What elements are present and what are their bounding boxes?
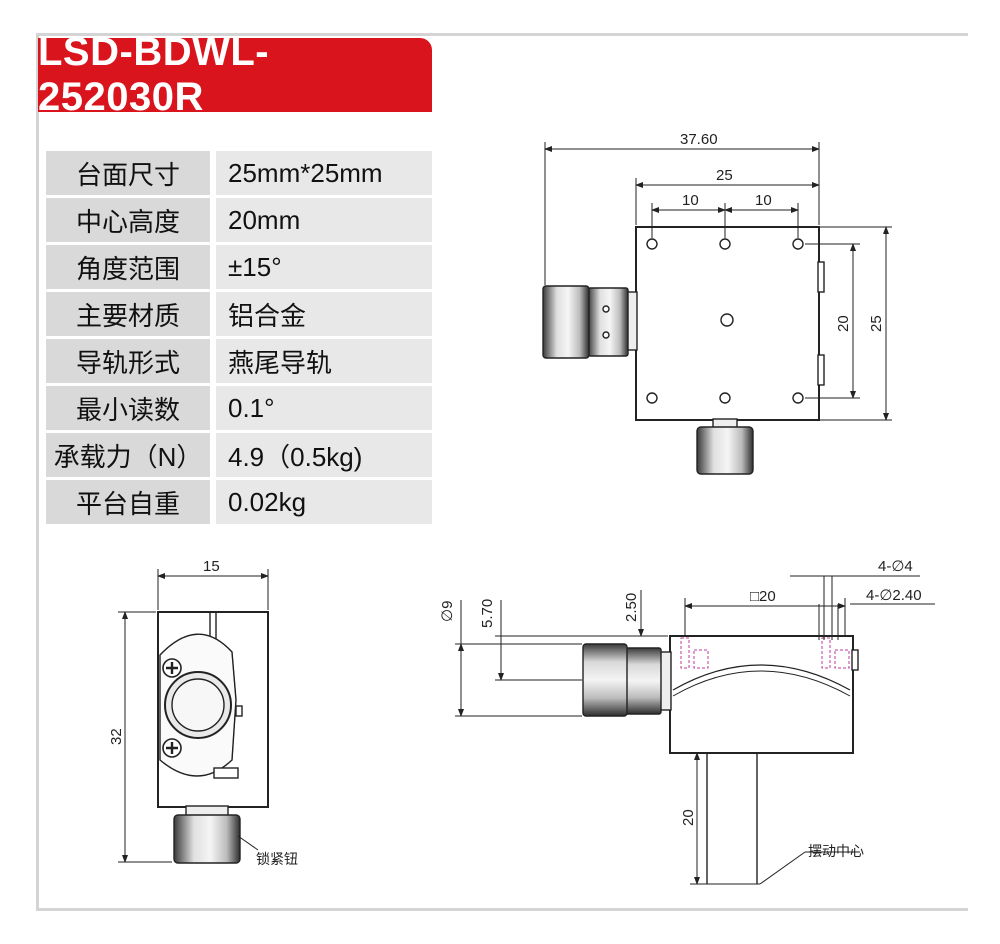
dim-knob-offset: 5.70 — [479, 599, 496, 628]
dim-overall-width: 37.60 — [680, 131, 718, 148]
spec-value: ±15° — [216, 245, 432, 289]
spec-value: 25mm*25mm — [216, 151, 432, 195]
title-banner: LSD-BDWL-252030R — [38, 30, 432, 119]
spec-value: 燕尾导轨 — [216, 339, 432, 383]
dim-holes-small: 4-∅2.40 — [866, 587, 922, 604]
dim-body-width: 25 — [716, 167, 733, 184]
spec-label: 中心高度 — [46, 198, 210, 242]
spec-value: 铝合金 — [216, 292, 432, 336]
dim-holes-large: 4-∅4 — [878, 558, 913, 575]
dim-side-height: 32 — [108, 728, 125, 745]
dim-knob-diameter: ∅9 — [439, 601, 456, 622]
dim-square-size: □20 — [750, 588, 776, 605]
spec-row: 角度范围±15° — [46, 245, 432, 289]
spec-label: 主要材质 — [46, 292, 210, 336]
label-swing-center: 摆动中心 — [808, 843, 864, 859]
dim-body-height: 25 — [868, 315, 885, 332]
spec-label: 平台自重 — [46, 480, 210, 524]
dim-top-offset: 2.50 — [623, 593, 640, 622]
spec-label: 角度范围 — [46, 245, 210, 289]
spec-value: 0.02kg — [216, 480, 432, 524]
spec-label: 导轨形式 — [46, 339, 210, 383]
dim-hole-pitch-right: 10 — [755, 192, 772, 209]
dim-hole-spacing: 20 — [835, 315, 852, 332]
spec-value: 0.1° — [216, 386, 432, 430]
spec-value: 20mm — [216, 198, 432, 242]
side-view — [157, 611, 269, 864]
spec-label: 最小读数 — [46, 386, 210, 430]
top-view-dimensions — [544, 142, 892, 421]
spec-row: 导轨形式燕尾导轨 — [46, 339, 432, 383]
spec-label: 承载力（N） — [46, 433, 210, 477]
dim-center-height: 20 — [680, 809, 697, 826]
spec-label: 台面尺寸 — [46, 151, 210, 195]
label-lock-knob: 锁紧钮 — [256, 851, 298, 867]
front-view — [582, 635, 859, 884]
dim-side-width: 15 — [203, 558, 220, 575]
side-view-dimensions — [118, 569, 269, 863]
spec-row: 主要材质铝合金 — [46, 292, 432, 336]
spec-value: 4.9（0.5kg) — [216, 433, 432, 477]
product-title: LSD-BDWL-252030R — [38, 30, 270, 119]
dim-hole-pitch-left: 10 — [682, 192, 699, 209]
spec-row: 承载力（N）4.9（0.5kg) — [46, 433, 432, 477]
front-view-dimensions — [455, 575, 935, 885]
top-view — [542, 226, 825, 475]
